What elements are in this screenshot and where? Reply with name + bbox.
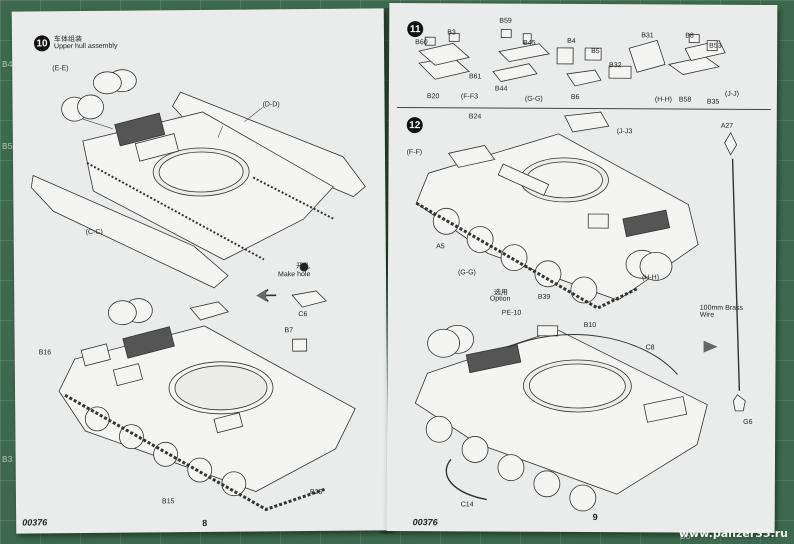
callout-make-hole-chinese: 开孔 [295, 263, 310, 271]
callout-dd: (D-D) [262, 101, 280, 109]
callout-b16: B16 [38, 349, 52, 357]
callout-b8: B8 [685, 32, 694, 40]
step11-parts-drawing [418, 29, 726, 87]
page-number: 8 [202, 517, 208, 528]
callout-b61: B61 [468, 73, 482, 81]
callout-option: Option [489, 295, 511, 303]
callout-b20: B20 [426, 93, 440, 101]
callout-hh: (H-H) [654, 96, 673, 104]
callout-a5: A5 [436, 243, 445, 251]
callout-jj3: (J-J3 [616, 128, 633, 136]
page-number: 9 [592, 512, 598, 523]
mat-label: B5 [2, 142, 13, 152]
callout-ee: (E-E) [52, 65, 69, 73]
callout-brass-wire: 100mm Brass Wire [699, 304, 743, 319]
callout-b10: B10 [583, 322, 597, 330]
step12-assembly-drawing [414, 111, 746, 512]
callout-b45: B45 [523, 39, 536, 47]
site-watermark: www.panzer35.ru [678, 527, 788, 540]
callout-b32: B32 [609, 62, 622, 70]
callout-b7: B7 [284, 327, 294, 335]
callout-b6: B6 [570, 93, 580, 101]
callout-c6: C6 [298, 311, 308, 319]
callout-b60: B60 [415, 39, 428, 47]
callout-c8: C8 [645, 344, 655, 352]
callout-pe10: PE-10 [501, 309, 522, 317]
mat-label: B5 [680, 532, 691, 542]
callout-b3: B3 [447, 29, 456, 37]
upper-hull-exploded-drawing [30, 69, 366, 512]
callout-b5: B5 [591, 48, 600, 56]
callout-b31: B31 [641, 32, 654, 40]
callout-ff: (F-F) [406, 149, 423, 157]
callout-jj: (J-J) [724, 90, 739, 98]
callout-b53: B53 [709, 42, 722, 50]
right-instruction-page: 11 B59 B60 B3 B45 B4 B5 B31 B8 B53 B61 B… [386, 2, 778, 534]
mat-label: B3 [2, 455, 13, 465]
catalog-number: 00376 [412, 517, 438, 528]
callout-gg-step12: (G-G) [457, 269, 476, 277]
callout-make-hole: Make hole [278, 271, 311, 279]
callout-ff3: (F-F3 [460, 93, 479, 101]
callout-gg: (G-G) [524, 95, 543, 103]
left-instruction-page: 10 车体组装 Upper hull assembly [11, 8, 389, 534]
catalog-number: 00376 [22, 517, 48, 528]
callout-b58: B58 [678, 96, 692, 104]
callout-g6: G6 [743, 418, 753, 426]
callout-hh-step12: (H-H) [641, 274, 660, 282]
callout-b24: B24 [468, 113, 482, 121]
callout-b25: B25 [309, 488, 323, 497]
callout-b59: B59 [499, 17, 512, 25]
callout-b15: B15 [161, 498, 175, 506]
callout-b39: B39 [537, 293, 551, 301]
callout-b4: B4 [567, 37, 576, 45]
callout-c14: C14 [460, 501, 474, 509]
callout-b44: B44 [494, 85, 508, 93]
callout-cc: (C-C) [85, 228, 103, 236]
mat-label: B4 [2, 60, 13, 70]
callout-a27: A27 [720, 122, 734, 130]
